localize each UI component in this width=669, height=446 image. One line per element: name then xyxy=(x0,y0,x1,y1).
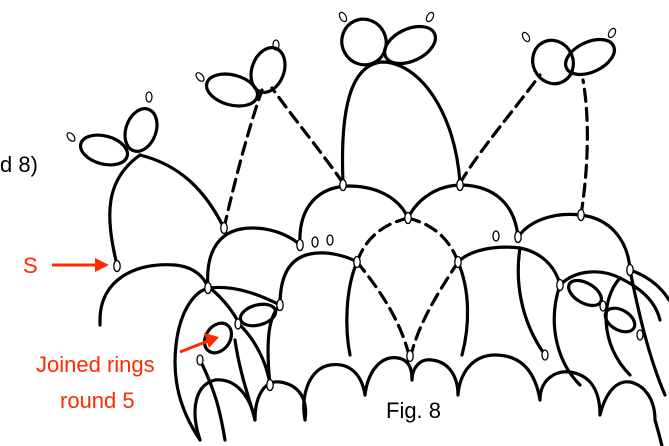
arch-r6-3 xyxy=(456,245,562,287)
s-arrow-head xyxy=(95,258,109,272)
dashed-r6-left xyxy=(355,260,411,357)
arch-r7-5 xyxy=(516,212,632,272)
arch-r7-4 xyxy=(406,183,520,239)
arch-r7-3 xyxy=(298,184,410,247)
s-marker-label: S xyxy=(23,253,38,278)
ring-pair-left xyxy=(66,91,159,167)
dashed-r6-right xyxy=(409,260,460,357)
chain-top-left-arch xyxy=(340,60,462,185)
annotation-arrows xyxy=(52,258,219,354)
joined-rings-left xyxy=(202,302,278,355)
arch-r5-6 xyxy=(552,283,582,387)
chain-right-tail xyxy=(628,268,667,397)
chain-left-ring-to-picot xyxy=(138,153,226,230)
dashed-r7-left xyxy=(355,216,410,264)
spoke-left-2 xyxy=(198,358,227,442)
arch-r5-1 xyxy=(208,286,242,327)
picots xyxy=(113,178,644,392)
arch-r7-1 xyxy=(98,263,210,322)
spoke-left-4 xyxy=(238,323,272,387)
spoke-left-3 xyxy=(233,338,257,422)
arch-r6-2 xyxy=(278,251,359,307)
dashed-chain-center-left-2 xyxy=(270,86,345,185)
joined-rings-label-line2: round 5 xyxy=(60,388,135,413)
dashed-chain-center-left xyxy=(222,88,264,230)
joined-rings-label-line1: Joined rings xyxy=(36,352,155,377)
round-label-partial: d 8) xyxy=(0,152,38,177)
arch-r7-2 xyxy=(206,226,302,290)
dashed-r7-right xyxy=(406,216,460,264)
ring-pair-right xyxy=(521,27,617,86)
spoke-left-1 xyxy=(173,343,202,442)
chain-right-edge xyxy=(653,418,664,446)
arch-r5-3 xyxy=(345,260,359,357)
arch-r6-1 xyxy=(174,285,282,347)
arch-r5-5 xyxy=(516,246,547,357)
dashed-chain-right-2 xyxy=(579,78,589,217)
chain-s-to-left-ring xyxy=(108,153,142,267)
bottom-scallops xyxy=(193,353,657,442)
dashed-chain-right xyxy=(458,73,542,185)
joined-rings-arrow-shaft xyxy=(179,339,209,354)
ring-pair-center-left xyxy=(195,39,287,108)
arch-r5-4 xyxy=(456,260,470,357)
arch-r5-7 xyxy=(604,276,632,377)
figure-caption: Fig. 8 xyxy=(386,398,441,423)
joined-rings-arrow-head xyxy=(204,333,219,348)
